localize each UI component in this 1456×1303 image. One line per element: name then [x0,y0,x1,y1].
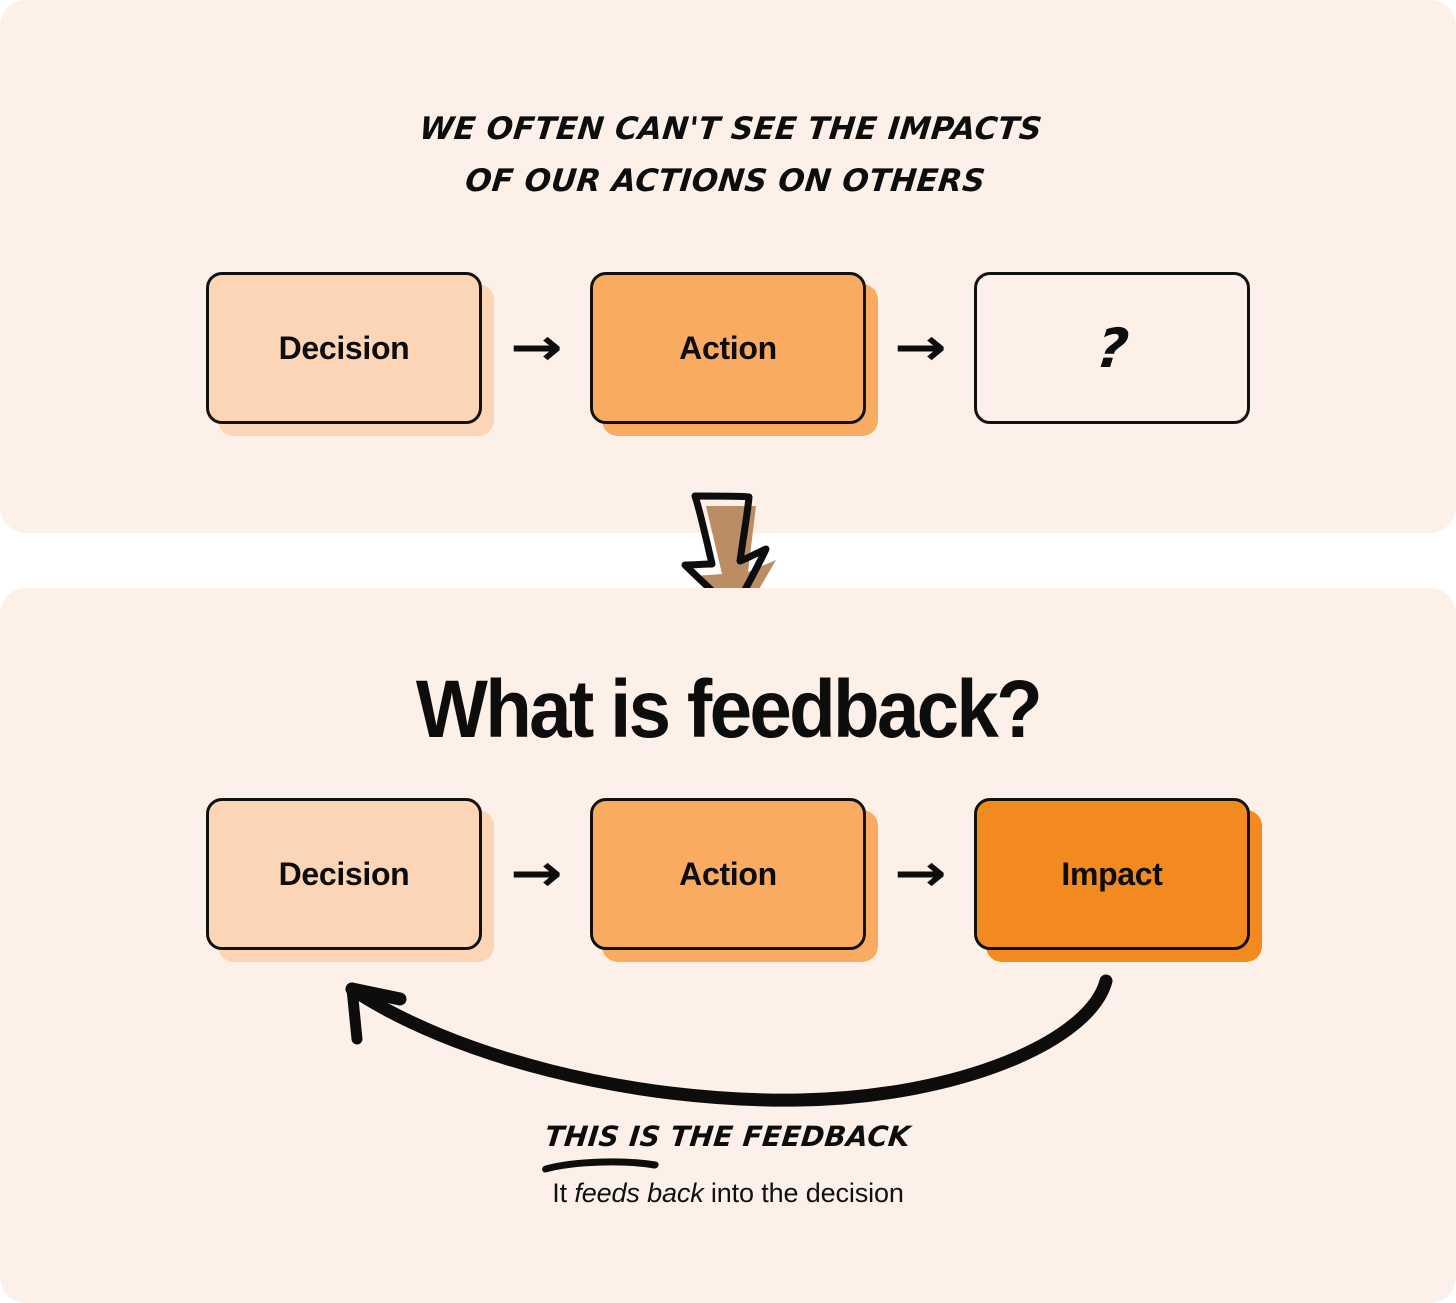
node-label: Decision [278,855,410,892]
node-box: Decision [206,272,482,424]
node-label: Action [679,329,777,366]
arrow-right-icon: → [893,317,947,378]
arrow-right-icon: → [509,843,563,904]
subcaption-prefix: It [552,1178,575,1208]
node-action-bottom: Action [590,798,878,962]
connector-2-top: → [866,272,974,424]
arrow-right-icon: → [509,317,563,378]
node-unknown-top: ? [974,272,1250,424]
feedback-caption-text: THIS IS THE FEEDBACK [543,1120,913,1153]
top-flow-row: Decision → Action → ? [0,272,1456,436]
node-box: Impact [974,798,1250,950]
caption-block: THIS IS THE FEEDBACK It feeds back into … [0,1118,1456,1209]
connector-2-bottom: → [866,798,974,950]
page-title: What is feedback? [415,664,1043,755]
node-label: Impact [1061,855,1163,892]
arrow-right-icon: → [893,843,947,904]
bottom-flow-row: Decision → Action → Impact [0,798,1456,962]
node-label: Action [679,855,777,892]
node-box: Action [590,272,866,424]
subcaption-emphasis: feeds back [574,1178,704,1208]
node-box: Action [590,798,866,950]
top-panel [0,0,1456,533]
question-mark-icon: ? [1093,316,1131,380]
connector-1-top: → [482,272,590,424]
top-headline: WE OFTEN CAN'T SEE THE IMPACTS OF OUR AC… [417,111,1044,199]
feedback-caption: THIS IS THE FEEDBACK [542,1118,913,1173]
node-action-top: Action [590,272,878,436]
feedback-subcaption: It feeds back into the decision [0,1178,1456,1209]
underline-stroke-icon [542,1158,659,1173]
subcaption-suffix: into the decision [703,1178,904,1208]
node-label: Decision [278,329,410,366]
node-box: ? [974,272,1250,424]
curved-feedback-arrow-icon [345,974,1113,1107]
connector-1-bottom: → [482,798,590,950]
node-box: Decision [206,798,482,950]
node-impact-bottom: Impact [974,798,1262,962]
node-decision-bottom: Decision [206,798,494,962]
node-decision-top: Decision [206,272,494,436]
